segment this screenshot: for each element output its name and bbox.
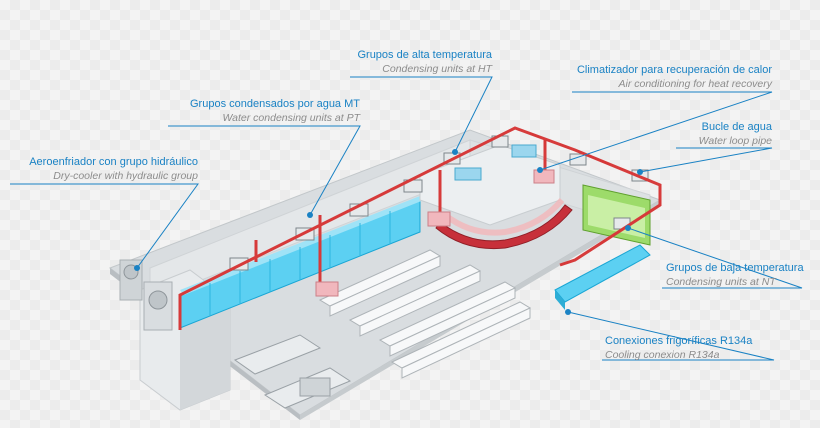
leader-air-conditioning (539, 91, 773, 171)
pink-junction-box (315, 281, 339, 297)
callout-dry-cooler: Aeroenfriador con grupo hidráulico Dry-c… (24, 155, 198, 183)
leader-low-temp (627, 227, 803, 289)
pink-junction-box (427, 211, 451, 227)
callout-title: Conexiones frigoríficas R134a (605, 335, 753, 347)
cold-room-side (180, 300, 230, 410)
callout-subtitle: Condensing units at NT (666, 276, 776, 288)
callout-subtitle: Water condensing units at PT (222, 112, 360, 124)
water-loop-pipe (178, 126, 662, 330)
leader-water-loop (639, 147, 773, 173)
leader-dry-cooler (10, 183, 199, 269)
callout-title: Bucle de agua (701, 121, 772, 133)
prep-room-unit (511, 144, 537, 158)
callout-air-conditioning: Climatizador para recuperación de calor … (560, 63, 772, 91)
lt-freezer (554, 244, 651, 303)
callout-low-temp: Grupos de baja temperatura Condensing un… (666, 261, 806, 289)
callout-high-temp: Grupos de alta temperatura Condensing un… (340, 48, 492, 76)
callout-title: Grupos de baja temperatura (666, 262, 804, 274)
callout-title: Aeroenfriador con grupo hidráulico (29, 156, 198, 168)
leader-cooling-connections (567, 311, 775, 361)
callout-subtitle: Dry-cooler with hydraulic group (53, 170, 198, 182)
checkout-counters (233, 334, 352, 409)
callout-title: Grupos de alta temperatura (357, 49, 492, 61)
callout-leader-lines (10, 76, 803, 361)
callout-dots (134, 149, 643, 315)
callout-subtitle: Cooling conexion R134a (605, 349, 720, 361)
leader-high-temp (350, 76, 493, 153)
service-counter (435, 204, 573, 250)
callout-subtitle: Condensing units at HT (382, 63, 492, 75)
callout-title: Grupos condensados por agua MT (190, 98, 360, 110)
leader-water-condensing (168, 125, 361, 216)
callout-subtitle: Air conditioning for heat recovery (618, 78, 773, 90)
callout-subtitle: Water loop pipe (698, 135, 772, 147)
callout-cooling-connections: Conexiones frigoríficas R134a Cooling co… (605, 334, 775, 362)
pink-junction-box (533, 169, 555, 184)
callout-water-condensing: Grupos condensados por agua MT Water con… (168, 97, 360, 125)
shelving-gondolas (318, 249, 532, 379)
callout-water-loop: Bucle de agua Water loop pipe (672, 120, 772, 148)
callout-title: Climatizador para recuperación de calor (576, 64, 772, 76)
prep-room-unit (454, 167, 482, 181)
